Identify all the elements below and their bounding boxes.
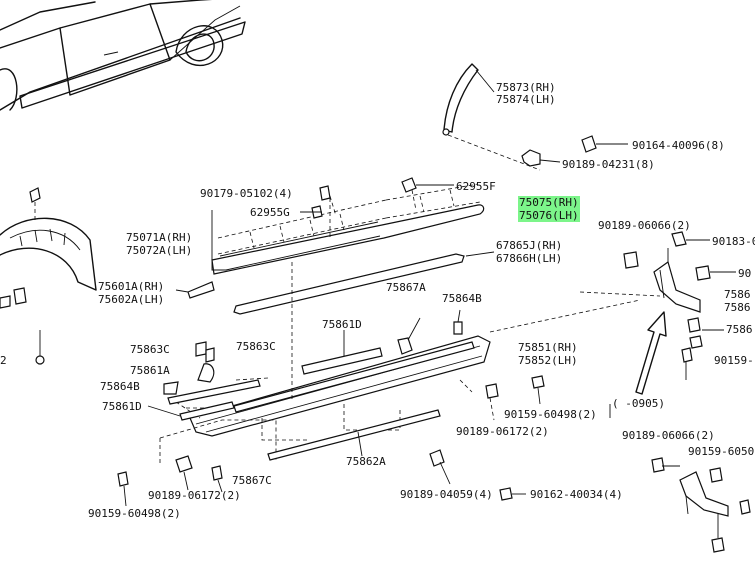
label-90162-40034[interactable]: 90162-40034(4) <box>530 488 623 501</box>
label-62955G[interactable]: 62955G <box>250 206 290 219</box>
label-90189-06172-a[interactable]: 90189-06172(2) <box>456 425 549 438</box>
label-7586-b[interactable]: 7586 <box>724 301 751 314</box>
label-75867A[interactable]: 75867A <box>386 281 426 294</box>
label-90159-60498-a[interactable]: 90159-60498(2) <box>504 408 597 421</box>
label-75873[interactable]: 75873(RH) <box>496 81 556 94</box>
label-0905[interactable]: ( -0905) <box>612 397 665 410</box>
label-75602A[interactable]: 75602A(LH) <box>98 293 165 306</box>
label-75852[interactable]: 75852(LH) <box>518 354 578 367</box>
wheel-arch-molding <box>442 63 628 171</box>
label-75874[interactable]: 75874(LH) <box>496 93 556 106</box>
label-90189-06066-b[interactable]: 90189-06066(2) <box>622 429 715 442</box>
label-75867C[interactable]: 75867C <box>232 474 272 487</box>
lower-molding-75862A <box>267 409 441 461</box>
label-75075[interactable]: 75075(RH) <box>518 196 580 209</box>
label-75861D-top[interactable]: 75861D <box>322 318 362 331</box>
label-75072A[interactable]: 75072A(LH) <box>126 244 193 257</box>
label-75864B[interactable]: 75864B <box>100 380 140 393</box>
belt-molding <box>233 251 495 315</box>
door-molding-upper <box>211 177 485 275</box>
label-2-left[interactable]: 2 <box>0 354 7 367</box>
label-90159-cut[interactable]: 90159- <box>714 354 754 367</box>
label-75076[interactable]: 75076(LH) <box>518 209 580 222</box>
label-67866H[interactable]: 67866H(LH) <box>496 252 563 265</box>
label-75601A[interactable]: 75601A(RH) <box>98 280 165 293</box>
label-7586-a[interactable]: 7586 <box>724 288 751 301</box>
car-silhouette <box>0 0 246 111</box>
side-step-bracket <box>489 231 736 395</box>
molding-end-75601A <box>175 281 215 299</box>
rocker-panel <box>159 262 491 466</box>
label-75863C-a[interactable]: 75863C <box>130 343 170 356</box>
rocker-end-pieces <box>147 341 261 421</box>
highlight-75076: 75076(LH) <box>518 209 580 222</box>
label-75861D[interactable]: 75861D <box>102 400 142 413</box>
label-67865J[interactable]: 67865J(RH) <box>496 239 563 252</box>
label-75851[interactable]: 75851(RH) <box>518 341 578 354</box>
label-75864B-top[interactable]: 75864B <box>442 292 482 305</box>
label-90159-60498-b[interactable]: 90159-60498(2) <box>88 507 181 520</box>
label-90-cut[interactable]: 90 <box>738 267 752 280</box>
label-90189-04059[interactable]: 90189-04059(4) <box>400 488 493 501</box>
fender-liner <box>0 187 97 365</box>
label-90189-04231[interactable]: 90189-04231(8) <box>562 158 655 171</box>
highlight-75075: 75075(RH) <box>518 196 580 209</box>
label-90179-05102[interactable]: 90179-05102(4) <box>200 187 293 200</box>
label-90164-40096[interactable]: 90164-40096(8) <box>632 139 725 152</box>
molding-75861D-upper <box>301 330 383 375</box>
label-62955F[interactable]: 62955F <box>456 180 496 193</box>
label-90159-6050-cut[interactable]: 90159-6050 <box>688 445 755 458</box>
label-75863C-b[interactable]: 75863C <box>236 340 276 353</box>
label-90183-cut[interactable]: 90183-0 <box>712 235 755 248</box>
label-7586-c[interactable]: 7586 <box>726 323 753 336</box>
label-75862A-text[interactable]: 75862A <box>346 455 386 468</box>
label-90189-06066-a[interactable]: 90189-06066(2) <box>598 219 691 232</box>
label-75861A[interactable]: 75861A <box>130 364 170 377</box>
inset-0905 <box>609 404 751 553</box>
fasteners <box>117 309 545 507</box>
label-90189-06172-b[interactable]: 90189-06172(2) <box>148 489 241 502</box>
label-75071A[interactable]: 75071A(RH) <box>126 231 193 244</box>
